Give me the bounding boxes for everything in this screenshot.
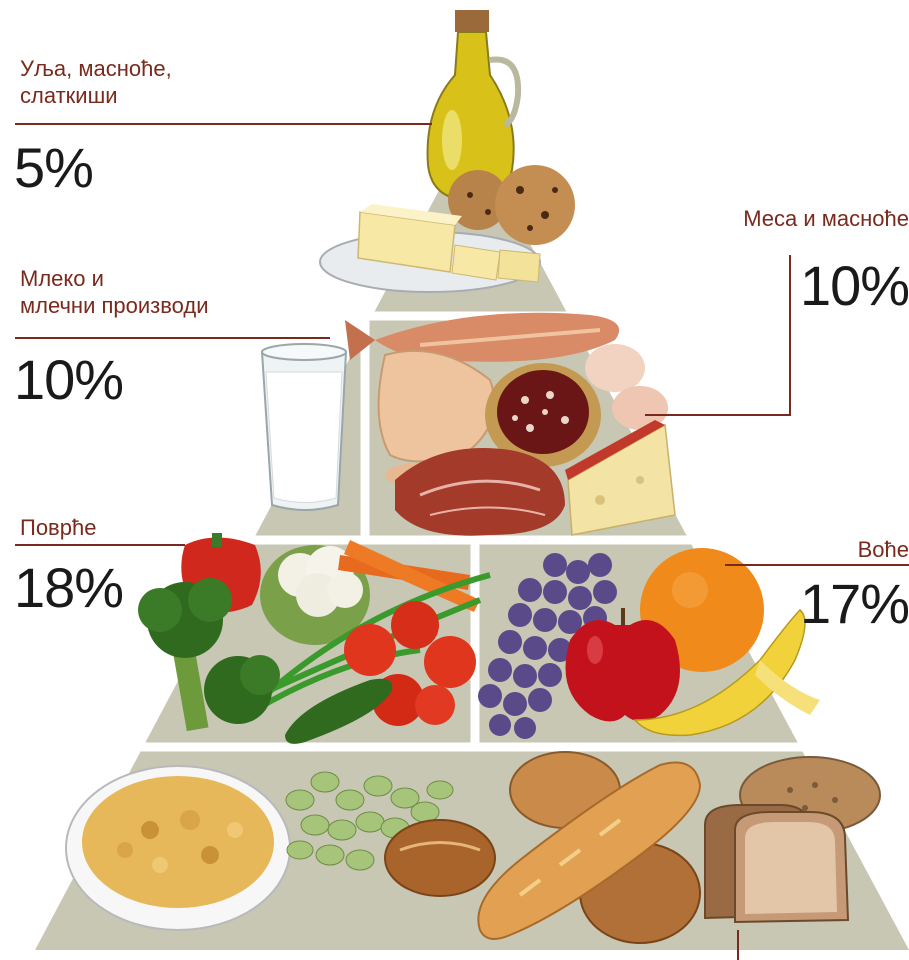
label-meat: Меса и масноће [743,205,909,232]
leader-line-meat [645,255,790,415]
glass-of-milk-icon [262,344,346,510]
percent-fruit: 17% [800,576,909,632]
tier-dairy [262,344,346,510]
label-fruit: Воће [858,536,909,563]
percent-meat: 10% [800,258,909,314]
percent-vegetables: 18% [14,560,123,616]
label-dairy: Млеко и млечни производи [20,265,209,319]
label-oils: Уља, масноће, слаткиши [20,55,172,109]
tier-oils-fats-sweets [320,10,575,292]
cornflakes-bowl-icon [66,766,290,930]
percent-dairy: 10% [14,352,123,408]
percent-oils: 5% [14,140,93,196]
label-vegetables: Поврће [20,514,96,541]
sliced-bread-icon [705,805,848,922]
